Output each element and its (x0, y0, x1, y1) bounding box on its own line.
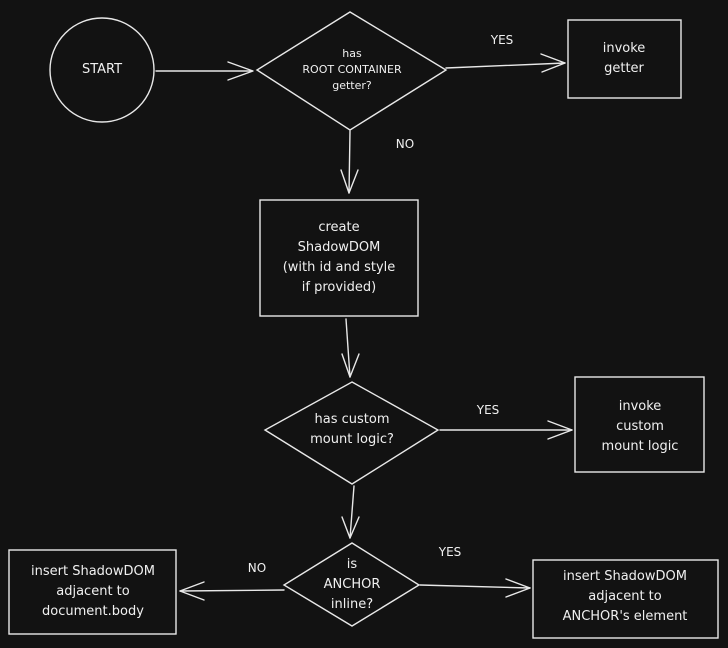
invoke-getter-line-2: getter (604, 61, 644, 76)
has-custom-mount-label: has custom mount logic? (310, 410, 394, 450)
insert-body-process-shape (8, 549, 177, 635)
create-shadow-line-2: ShadowDOM (297, 240, 381, 255)
insert-anchor-process-shape (532, 559, 719, 639)
edge-label-custom-yes: YES (476, 403, 500, 417)
connector-anchor-no (179, 581, 285, 601)
create-shadowdom-process-shape (259, 199, 419, 317)
connector-custom-to-anchor (341, 485, 360, 539)
anchor-inline-line-1: is (346, 557, 358, 572)
edge-label-root-yes: YES (490, 33, 514, 47)
edge-label-anchor-yes: YES (438, 545, 462, 559)
insert-body-line-1: insert ShadowDOM (31, 564, 155, 579)
invoke-getter-label: invoke getter (603, 39, 646, 79)
create-shadow-line-3: (with id and style (282, 260, 396, 275)
anchor-inline-line-2: ANCHOR (323, 577, 381, 592)
invoke-custom-line-1: invoke (618, 399, 662, 414)
anchor-inline-label: is ANCHOR inline? (324, 555, 381, 615)
connector-anchor-yes (419, 578, 531, 598)
connector-shadow-to-custom (341, 318, 360, 378)
has-root-container-decision-shape (255, 11, 448, 131)
create-shadow-line-1: create (318, 220, 360, 235)
insert-anchor-line-1: insert ShadowDOM (563, 569, 687, 584)
invoke-custom-line-2: custom (616, 419, 664, 434)
insert-body-label: insert ShadowDOM adjacent to document.bo… (31, 562, 155, 622)
invoke-custom-line-3: mount logic (601, 439, 679, 454)
start-text: START (81, 62, 123, 77)
insert-body-line-2: adjacent to (56, 584, 130, 599)
has-custom-line-2: mount logic? (310, 432, 394, 447)
insert-anchor-line-3: ANCHOR's element (562, 609, 688, 624)
start-node-shape (49, 17, 155, 123)
insert-anchor-line-2: adjacent to (588, 589, 662, 604)
has-root-line-2: ROOT CONTAINER (302, 63, 402, 76)
invoke-getter-process-shape (567, 19, 682, 99)
connector-root-yes (445, 53, 566, 73)
create-shadowdom-label: create ShadowDOM (with id and style if p… (283, 218, 396, 298)
edge-label-root-no: NO (395, 137, 415, 151)
insert-anchor-label: insert ShadowDOM adjacent to ANCHOR's el… (563, 567, 688, 627)
has-custom-line-1: has custom (314, 412, 390, 427)
start-node-label: START (82, 60, 122, 80)
invoke-getter-line-1: invoke (602, 41, 646, 56)
anchor-inline-decision-shape (282, 542, 421, 627)
anchor-inline-line-3: inline? (330, 597, 374, 612)
has-custom-mount-decision-shape (263, 381, 440, 485)
connector-root-no (340, 130, 359, 194)
has-root-container-label: has ROOT CONTAINER getter? (302, 46, 401, 94)
insert-body-line-3: document.body (42, 604, 144, 619)
connector-start-to-root (155, 61, 254, 81)
invoke-custom-mount-process-shape (574, 376, 705, 473)
invoke-custom-mount-label: invoke custom mount logic (602, 397, 679, 457)
has-root-line-3: getter? (332, 79, 372, 92)
has-root-line-1: has (342, 47, 362, 60)
edge-label-anchor-no: NO (247, 561, 267, 575)
connector-custom-yes (439, 420, 573, 440)
create-shadow-line-4: if provided) (301, 280, 377, 295)
